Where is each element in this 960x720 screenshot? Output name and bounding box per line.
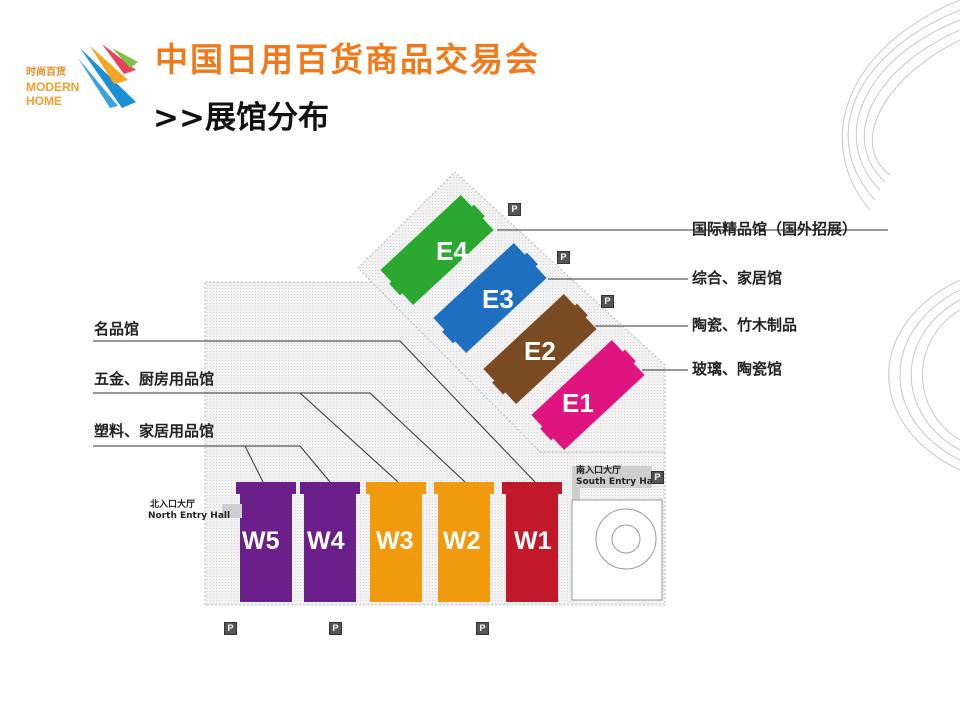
south-entry-hall [572, 466, 652, 488]
hall-w5 [236, 482, 296, 602]
hall-w2 [434, 482, 494, 602]
hall-w3-label: W3 [376, 527, 414, 555]
hall-w5-label: W5 [242, 527, 280, 555]
hall-e4-label: E4 [436, 236, 468, 266]
hall-w4-label: W4 [307, 527, 345, 555]
north-entry-cn: 北入口大厅 [150, 500, 196, 510]
south-entry-en: South Entry Hall [576, 476, 659, 487]
hall-e1 [531, 339, 645, 451]
north-entry-en: North Entry Hall [148, 510, 231, 521]
label-e3: 综合、家居馆 [692, 269, 783, 287]
parking-icon: P [224, 622, 237, 635]
parking-icon: P [651, 471, 664, 484]
south-entry-cn: 南入口大厅 [576, 466, 622, 476]
parking-icon: P [329, 622, 342, 635]
hall-e3-label: E3 [482, 284, 514, 314]
parking-icon: P [557, 251, 570, 264]
logo-en-line2: HOME [26, 94, 62, 108]
hall-e2-label: E2 [524, 336, 556, 366]
label-e1: 玻璃、陶瓷馆 [692, 360, 783, 378]
decorative-arc-lines [841, 0, 960, 471]
hall-w3 [366, 482, 426, 602]
logo-en-line1: MODERN [26, 80, 80, 94]
page-subtitle: >>展馆分布 [153, 100, 329, 136]
hall-e3 [433, 242, 547, 354]
parking-icon: P [601, 295, 614, 308]
round-building [571, 499, 663, 601]
hall-w1 [502, 482, 562, 602]
modern-home-logo [78, 44, 138, 108]
label-e4: 国际精品馆（国外招展） [692, 220, 858, 238]
label-w4w5: 塑料、家居用品馆 [94, 422, 215, 440]
hall-e2 [483, 293, 597, 405]
north-entry-label: 北入口大厅 North Entry Hall [148, 500, 230, 522]
south-connector [572, 488, 580, 508]
south-entry-label: 南入口大厅 South Entry Hall [576, 466, 659, 488]
north-entry-connector [222, 504, 242, 518]
label-w1: 名品馆 [94, 320, 140, 338]
hall-e1-label: E1 [562, 388, 594, 418]
label-w2w3: 五金、厨房用品馆 [94, 370, 215, 388]
logo-cn-text: 时尚百货 [26, 67, 66, 78]
label-e2: 陶瓷、竹木制品 [692, 316, 798, 334]
parking-icon: P [508, 203, 521, 216]
hall-w2-label: W2 [443, 527, 481, 555]
hall-w4 [300, 482, 360, 602]
hall-w1-label: W1 [514, 527, 552, 555]
page-title: 中国日用百货商品交易会 [155, 40, 540, 79]
parking-icon: P [476, 622, 489, 635]
hall-e4 [380, 194, 494, 306]
